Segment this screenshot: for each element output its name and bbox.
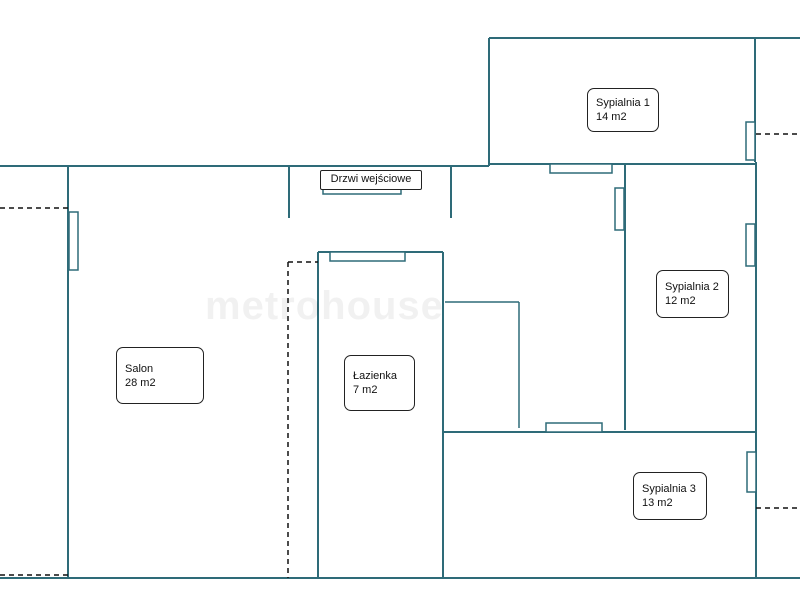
room-label-sypialnia-2: Sypialnia 2 12 m2 bbox=[656, 270, 729, 318]
windows bbox=[68, 121, 757, 493]
entrance-door-label: Drzwi wejściowe bbox=[320, 170, 422, 190]
room-name: Sypialnia 1 bbox=[596, 97, 650, 109]
room-name: Sypialnia 2 bbox=[665, 281, 719, 293]
room-label-salon: Salon 28 m2 bbox=[116, 347, 204, 404]
room-name: Sypialnia 3 bbox=[642, 483, 696, 495]
room-name: Salon bbox=[125, 362, 154, 375]
dashed-boundaries bbox=[0, 133, 800, 578]
room-name: Łazienka bbox=[353, 370, 398, 382]
room-area: 28 m2 bbox=[125, 376, 156, 389]
room-label-sypialnia-3: Sypialnia 3 13 m2 bbox=[633, 472, 707, 520]
room-label-sypialnia-1: Sypialnia 1 14 m2 bbox=[587, 88, 659, 132]
room-area: 12 m2 bbox=[665, 295, 696, 307]
room-area: 7 m2 bbox=[353, 384, 378, 396]
watermark: metrohouse bbox=[205, 284, 444, 328]
room-area: 14 m2 bbox=[596, 111, 627, 123]
room-label-lazienka: Łazienka 7 m2 bbox=[344, 355, 415, 411]
room-area: 13 m2 bbox=[642, 497, 673, 509]
